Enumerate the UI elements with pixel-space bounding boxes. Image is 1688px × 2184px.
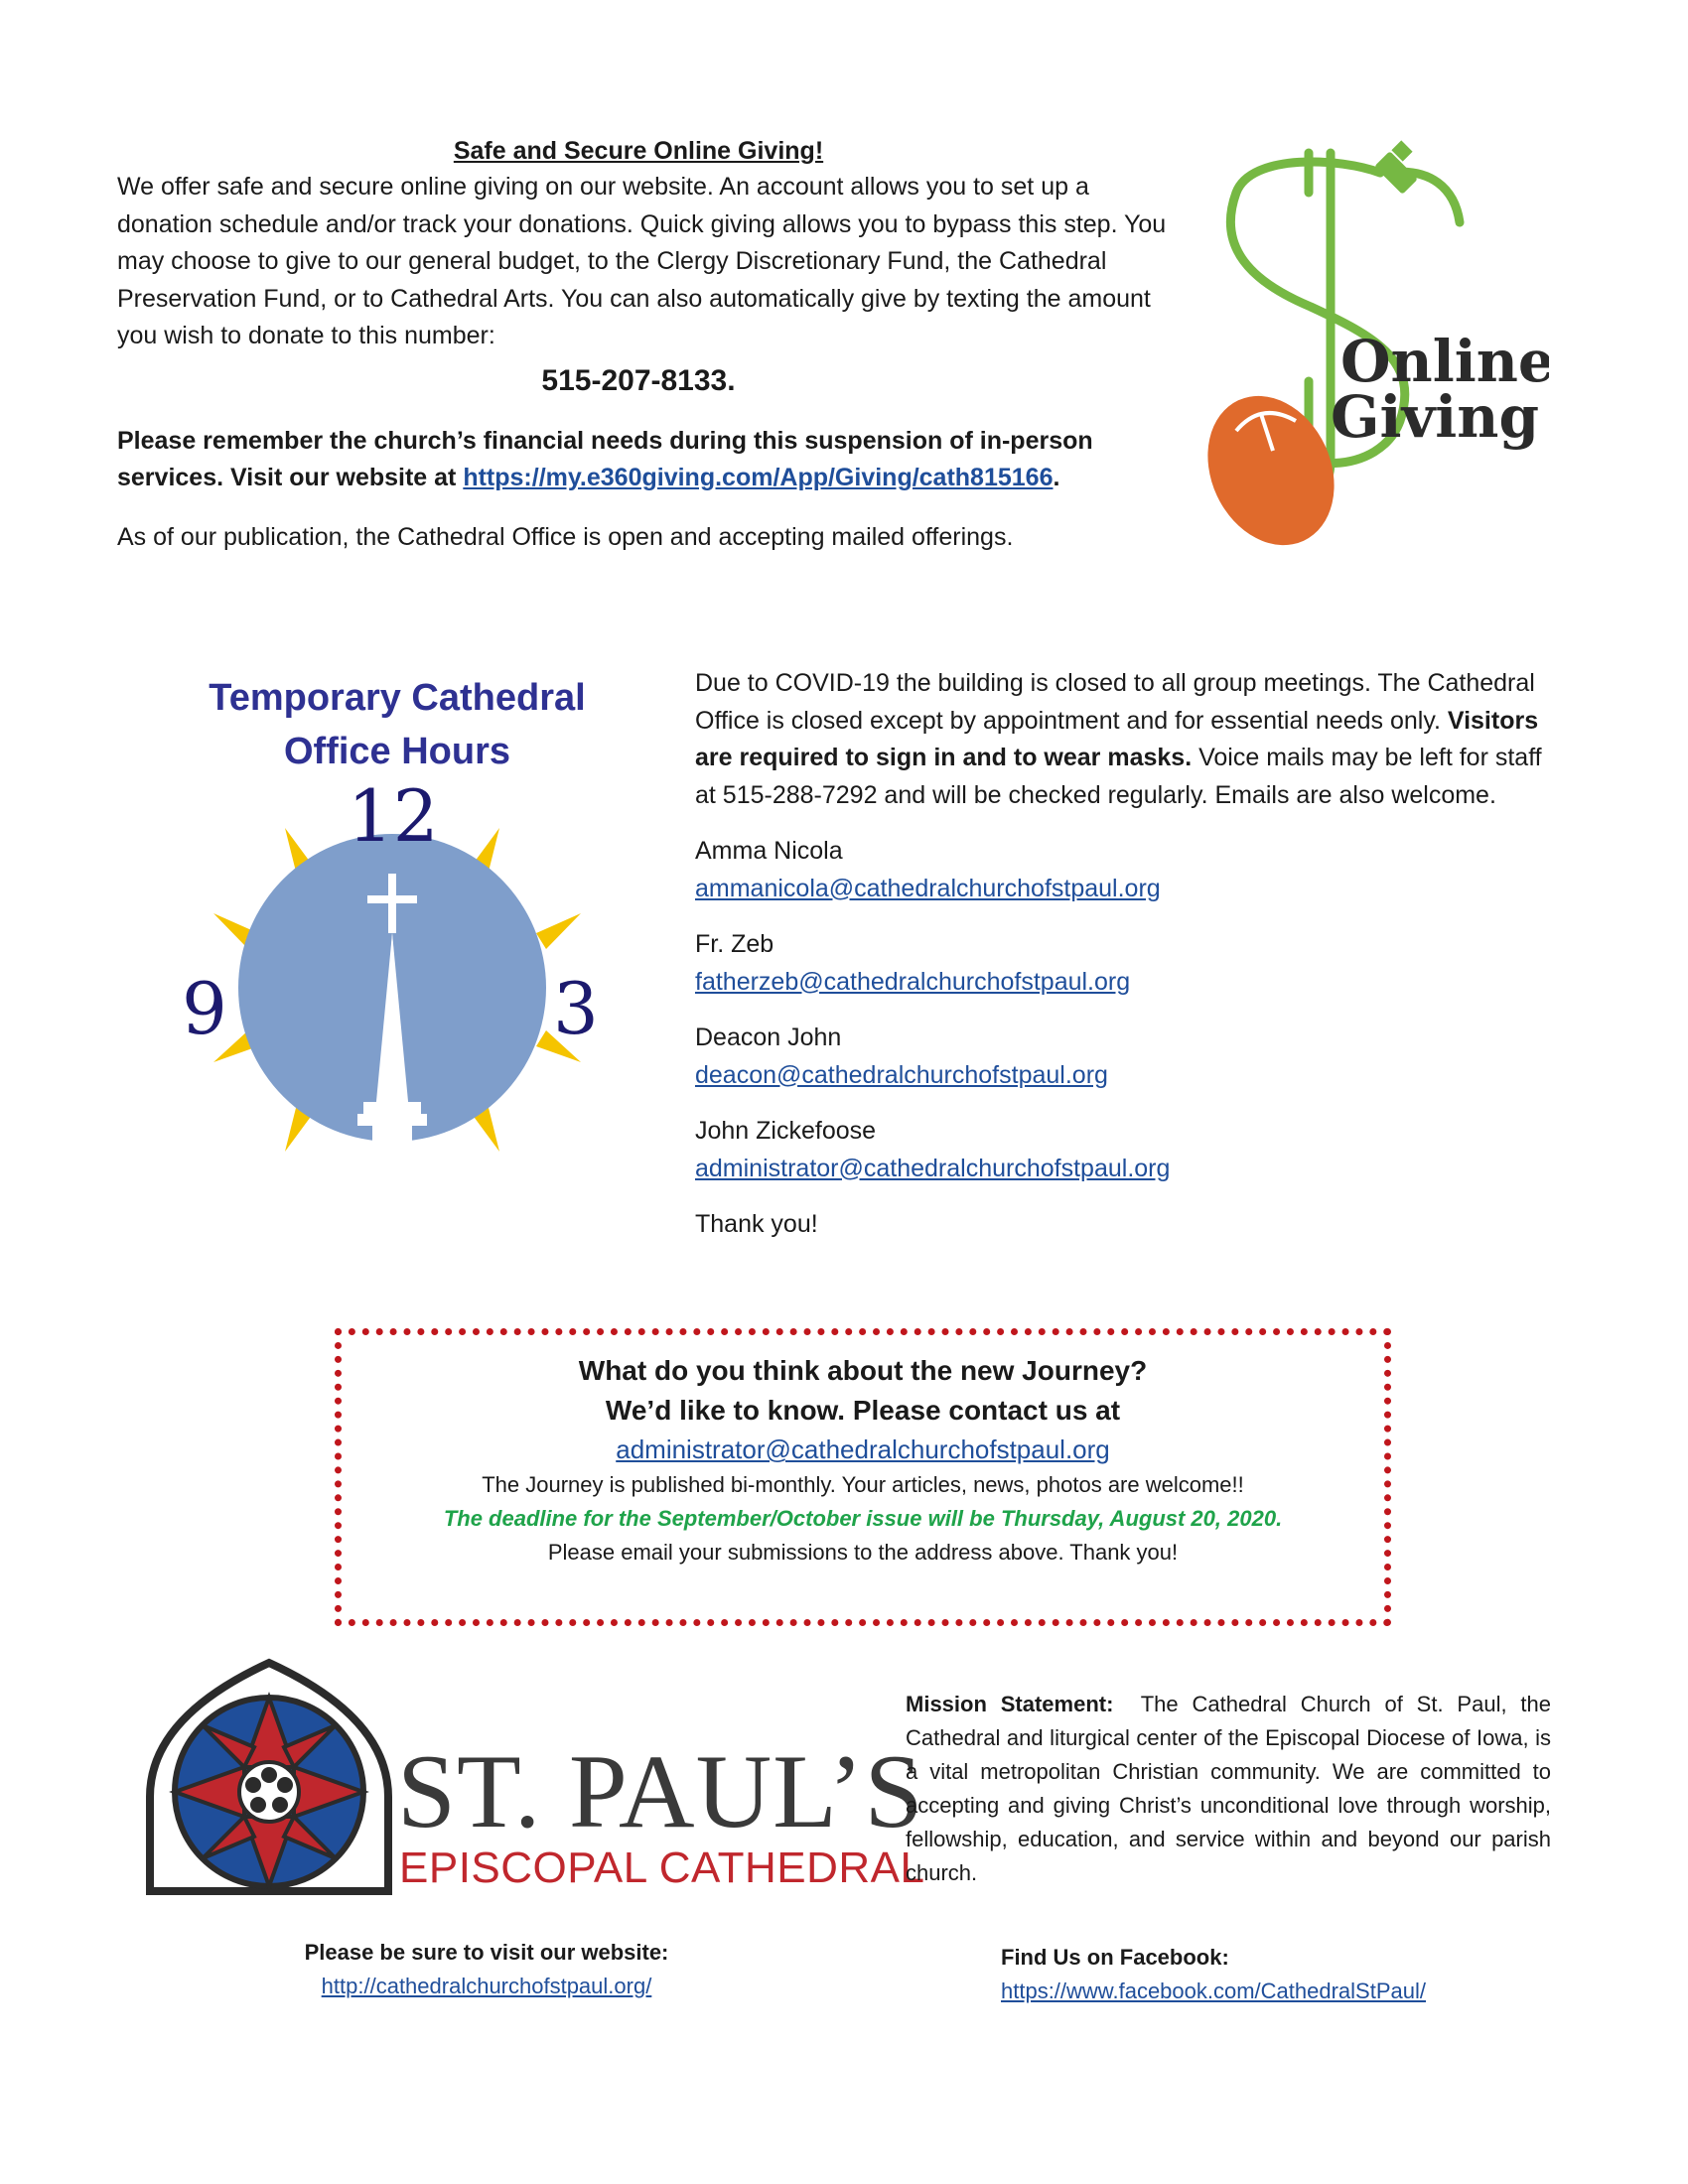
financial-needs-text: Please remember the church’s financial n… (117, 426, 1093, 492)
staff-name: John Zickefoose (695, 1117, 877, 1145)
online-giving-logo-line1: Online (1340, 328, 1549, 395)
clock-number-3: 3 (553, 967, 599, 1050)
journey-submit-note: Please email your submissions to the add… (547, 1540, 1179, 1565)
clock-number-9: 9 (182, 967, 227, 1050)
st-pauls-wordmark: ST. PAUL’S (397, 1733, 924, 1849)
computer-mouse-icon (1207, 395, 1335, 546)
thank-you-text: Thank you! (695, 1210, 818, 1238)
staff-contact: Fr. Zeb fatherzeb@cathedralchurchofstpau… (695, 926, 1549, 1001)
staff-contact: John Zickefoose administrator@cathedralc… (695, 1113, 1549, 1187)
journey-deadline: The deadline for the September/October i… (443, 1506, 1283, 1531)
facebook-link[interactable]: https://www.facebook.com/CathedralStPaul… (1001, 1979, 1426, 2003)
mission-statement: Mission Statement: The Cathedral Church … (906, 1688, 1551, 1890)
staff-name: Fr. Zeb (695, 930, 774, 958)
staff-name: Amma Nicola (695, 837, 843, 865)
financial-needs-note: Please remember the church’s financial n… (117, 423, 1190, 497)
st-pauls-logo (146, 1658, 392, 1895)
office-hours-title-line1: Temporary Cathedral (209, 677, 586, 719)
staff-email-link[interactable]: administrator@cathedralchurchofstpaul.or… (695, 1154, 1171, 1182)
clock-number-12: 12 (348, 774, 439, 858)
giving-website-suffix: . (1053, 464, 1060, 491)
journey-feedback-box: What do you think about the new Journey?… (335, 1328, 1391, 1626)
mask-requirement: Visitors are required to sign in and to … (695, 706, 1539, 772)
staff-email-link[interactable]: deacon@cathedralchurchofstpaul.org (695, 1060, 1108, 1089)
cathedral-spire-icon (357, 874, 427, 1146)
cathedral-website-link[interactable]: http://cathedralchurchofstpaul.org/ (321, 1974, 652, 1998)
online-giving-logo: Online Giving (1207, 140, 1549, 546)
giving-website-link[interactable]: https://my.e360giving.com/App/Giving/cat… (463, 464, 1054, 491)
mission-text: The Cathedral Church of St. Paul, the Ca… (906, 1692, 1551, 1885)
office-hours-text: Due to COVID-19 the building is closed t… (695, 665, 1549, 1244)
stained-glass-window-icon (146, 1658, 392, 1895)
journey-question: What do you think about the new Journey? (578, 1355, 1148, 1386)
office-hours-title: Temporary Cathedral Office Hours (149, 671, 645, 778)
usb-plug-icon (1375, 140, 1417, 194)
staff-email-link[interactable]: fatherzeb@cathedralchurchofstpaul.org (695, 967, 1131, 996)
online-giving-body: We offer safe and secure online giving o… (117, 173, 1167, 349)
journey-contact-prompt: We’d like to know. Please contact us at (605, 1395, 1121, 1426)
staff-contact: Deacon John deacon@cathedralchurchofstpa… (695, 1020, 1549, 1094)
staff-name: Deacon John (695, 1024, 842, 1051)
journey-published-note: The Journey is published bi-monthly. You… (482, 1472, 1244, 1497)
facebook-block: Find Us on Facebook: https://www.faceboo… (1001, 1941, 1557, 2008)
episcopal-cathedral-wordmark: EPISCOPAL CATHEDRAL (399, 1843, 925, 1892)
online-giving-section: Safe and Secure Online Giving! We offer … (117, 133, 1190, 555)
staff-contact: Amma Nicola ammanicola@cathedralchurchof… (695, 833, 1549, 907)
covid-notice: Due to COVID-19 the building is closed t… (695, 665, 1549, 814)
journey-email-link[interactable]: administrator@cathedralchurchofstpaul.or… (616, 1434, 1110, 1464)
online-giving-logo-line2: Giving (1331, 383, 1539, 451)
voicemail-note: Voice mails may be left for staff at 515… (695, 744, 1542, 809)
facebook-label: Find Us on Facebook: (1001, 1945, 1229, 1970)
office-open-note: As of our publication, the Cathedral Off… (117, 522, 1014, 551)
mission-label: Mission Statement: (906, 1692, 1114, 1716)
staff-email-link[interactable]: ammanicola@cathedralchurchofstpaul.org (695, 874, 1161, 902)
website-visit-label: Please be sure to visit our website: (304, 1940, 669, 1965)
website-visit-block: Please be sure to visit our website: htt… (248, 1936, 725, 2003)
office-hours-title-line2: Office Hours (283, 731, 511, 772)
clock-graphic (213, 828, 581, 1152)
giving-text-number: 515-207-8133. (541, 363, 736, 397)
online-giving-title: Safe and Secure Online Giving! (453, 137, 824, 165)
covid-notice-text: Due to COVID-19 the building is closed t… (695, 669, 1535, 735)
